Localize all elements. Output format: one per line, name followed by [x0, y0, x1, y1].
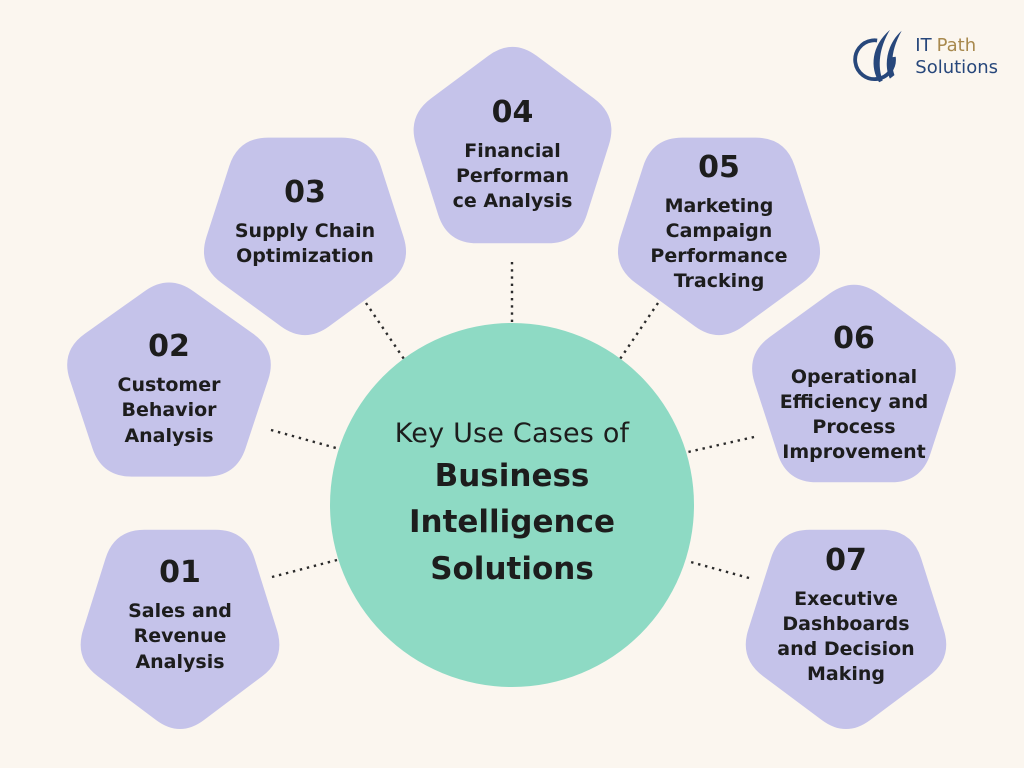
step-number: 05	[698, 149, 740, 185]
center-intro: Key Use Cases of	[394, 417, 630, 449]
step-number: 01	[159, 555, 201, 591]
step-label: Executive Dashboards and Decision Making	[777, 587, 915, 686]
center-circle: Key Use Cases of Business Intelligence S…	[330, 323, 694, 687]
step-number: 06	[833, 320, 875, 356]
logo-word-path: Path	[936, 34, 977, 56]
pentagon-05: 05 Marketing Campaign Performance Tracki…	[599, 112, 839, 344]
pentagon-01: 01 Sales and Revenue Analysis	[62, 504, 298, 738]
pentagon-shape	[745, 529, 947, 730]
step-label: Financial Performan ce Analysis	[452, 139, 573, 213]
pentagon-shape	[203, 137, 407, 336]
step-number: 04	[491, 94, 534, 130]
step-number: 02	[148, 329, 190, 365]
pentagon-shape	[413, 46, 612, 244]
logo-word-it: IT	[915, 34, 932, 56]
step-number: 03	[284, 174, 326, 210]
step-label: Supply Chain Optimization	[234, 219, 376, 267]
pentagon-02: 02 Customer Behavior Analysis	[48, 270, 290, 498]
center-title: Business Intelligence Solutions	[408, 457, 615, 587]
step-label: Operational Efficiency and Process Impro…	[779, 365, 929, 464]
logo-mark-icon	[853, 29, 902, 83]
step-label: Marketing Campaign Performance Tracking	[650, 194, 788, 293]
step-label: Sales and Revenue Analysis	[128, 600, 232, 673]
step-label: Customer Behavior Analysis	[117, 374, 221, 447]
pentagon-03: 03 Supply Chain Optimization	[185, 112, 425, 344]
pentagon-06: 06 Operational Efficiency and Process Im…	[733, 272, 975, 504]
pentagon-shape	[752, 284, 956, 483]
step-number: 07	[825, 542, 867, 578]
pentagon-07: 07 Executive Dashboards and Decision Mak…	[727, 504, 965, 738]
pentagon-04: 04 Financial Performan ce Analysis	[395, 34, 630, 265]
logo-word-solutions: Solutions	[915, 57, 998, 78]
pentagon-shape	[617, 137, 821, 336]
pentagon-shape	[67, 282, 271, 477]
pentagon-shape	[80, 529, 280, 729]
